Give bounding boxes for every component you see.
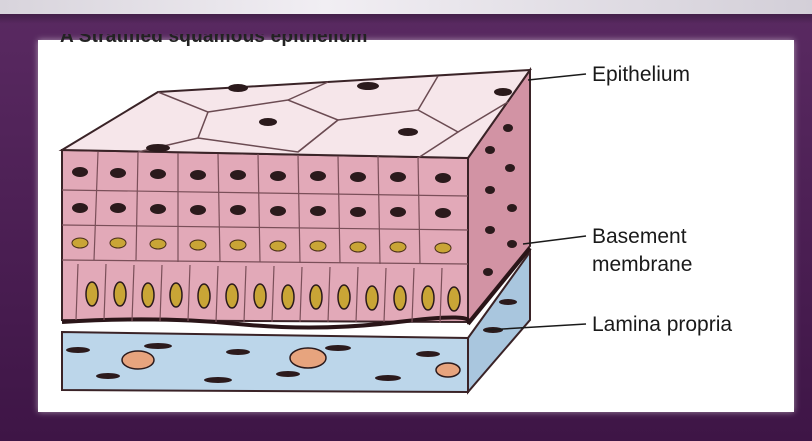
- lamina-propria-label: Lamina propria: [592, 312, 732, 337]
- top-band: [0, 0, 812, 14]
- surface-layer: [62, 70, 530, 158]
- figure-panel: A Stratified squamous epithelium: [38, 40, 794, 412]
- top-band-shadow: [0, 14, 812, 24]
- epithelium-label: Epithelium: [592, 62, 690, 87]
- basement-membrane-label-line1: Basement: [592, 224, 687, 249]
- basement-membrane-label-line2: membrane: [592, 252, 692, 277]
